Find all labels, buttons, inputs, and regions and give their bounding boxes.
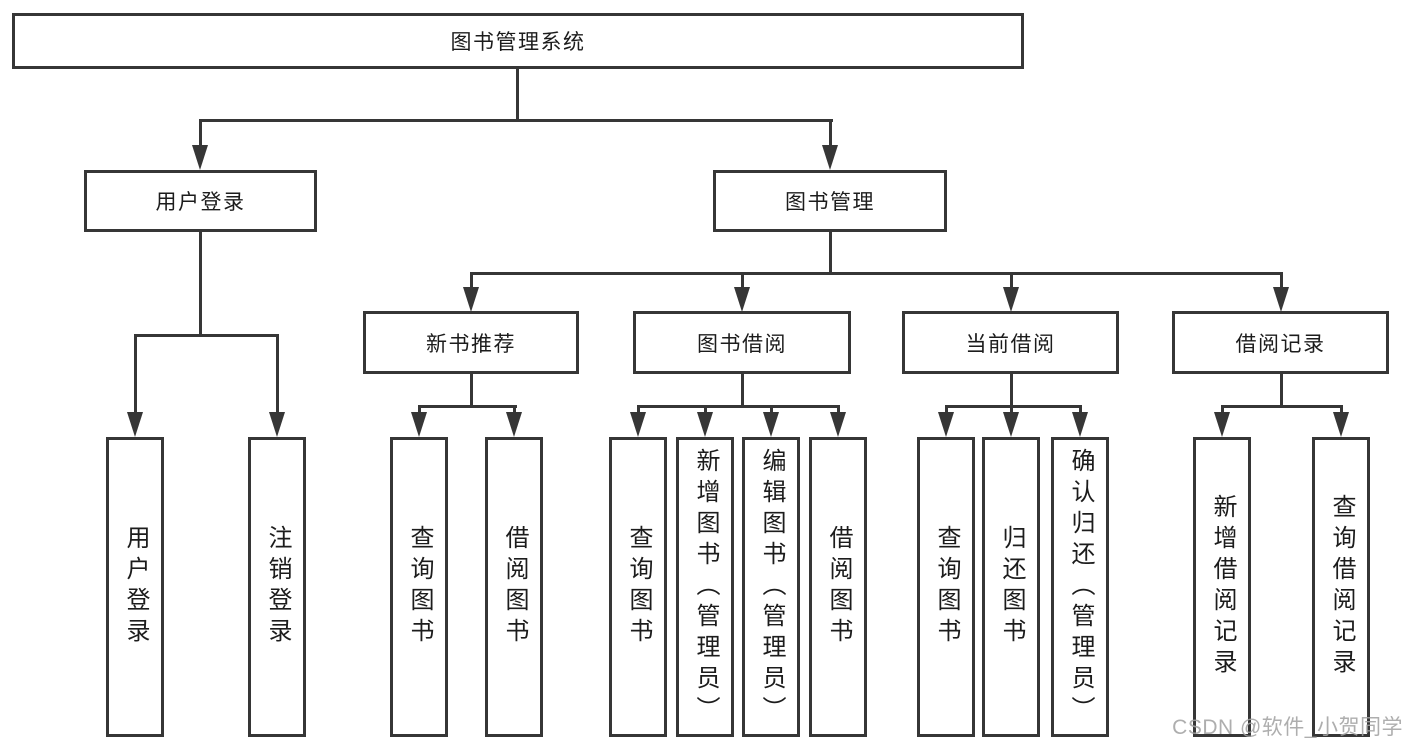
leaf-add-book-admin: 新增图书（管理员） <box>676 437 734 737</box>
connector-line <box>199 232 202 337</box>
connector-line <box>1221 405 1343 408</box>
leaf-label: 查询图书 <box>933 525 960 649</box>
leaf-label: 查询图书 <box>625 525 652 649</box>
arrow-down-icon <box>1003 412 1019 437</box>
node-current-borrowing: 当前借阅 <box>902 311 1119 374</box>
module-label: 图书借阅 <box>697 332 787 356</box>
arrow-down-icon <box>830 412 846 437</box>
leaf-query-books-recommend: 查询图书 <box>390 437 448 737</box>
connector-line <box>741 275 744 289</box>
connector-line <box>704 408 707 414</box>
connector-line <box>637 408 640 414</box>
node-book-borrowing: 图书借阅 <box>633 311 851 374</box>
connector-line <box>199 122 202 146</box>
connector-line <box>1010 275 1013 289</box>
connector-line <box>1280 275 1283 289</box>
leaf-borrow-books-borrowing: 借阅图书 <box>809 437 867 737</box>
arrow-down-icon <box>734 287 750 312</box>
connector-line <box>516 69 519 119</box>
node-book-management: 图书管理 <box>713 170 947 232</box>
leaf-label: 借阅图书 <box>825 525 852 649</box>
leaf-label: 查询借阅记录 <box>1328 494 1355 680</box>
leaf-label: 新增借阅记录 <box>1209 494 1236 680</box>
leaf-logout: 注销登录 <box>248 437 306 737</box>
arrow-down-icon <box>1214 412 1230 437</box>
leaf-label: 借阅图书 <box>501 525 528 649</box>
leaf-label: 查询图书 <box>406 525 433 649</box>
leaf-label: 确认归还（管理员） <box>1067 447 1094 727</box>
arrow-down-icon <box>1003 287 1019 312</box>
node-library-management-system: 图书管理系统 <box>12 13 1024 69</box>
node-user-login: 用户登录 <box>84 170 317 232</box>
leaf-label: 归还图书 <box>998 525 1025 649</box>
connector-line <box>1340 408 1343 414</box>
connector-line <box>470 272 1283 275</box>
arrow-down-icon <box>822 145 838 170</box>
connector-line <box>1010 408 1013 414</box>
branch-label: 图书管理 <box>785 191 875 214</box>
leaf-borrow-books-recommend: 借阅图书 <box>485 437 543 737</box>
leaf-query-borrow-record: 查询借阅记录 <box>1312 437 1370 737</box>
leaf-query-books-borrowing: 查询图书 <box>609 437 667 737</box>
leaf-label: 编辑图书（管理员） <box>758 447 785 727</box>
arrow-down-icon <box>269 412 285 437</box>
connector-line <box>829 122 832 146</box>
connector-line <box>513 408 516 414</box>
leaf-add-borrow-record: 新增借阅记录 <box>1193 437 1251 737</box>
arrow-down-icon <box>1333 412 1349 437</box>
arrow-down-icon <box>1072 412 1088 437</box>
connector-line <box>134 334 279 337</box>
arrow-down-icon <box>411 412 427 437</box>
connector-line <box>418 408 421 414</box>
connector-line <box>637 405 840 408</box>
connector-line <box>470 374 473 408</box>
node-new-book-recommendation: 新书推荐 <box>363 311 579 374</box>
arrow-down-icon <box>1273 287 1289 312</box>
module-label: 借阅记录 <box>1235 332 1326 356</box>
leaf-edit-book-admin: 编辑图书（管理员） <box>742 437 800 737</box>
connector-line <box>770 408 773 414</box>
leaf-user-login: 用户登录 <box>106 437 164 737</box>
module-label: 当前借阅 <box>965 332 1056 356</box>
connector-line <box>470 275 473 289</box>
arrow-down-icon <box>506 412 522 437</box>
watermark-csdn: CSDN @软件_小贺同学 <box>1172 716 1403 739</box>
root-label: 图书管理系统 <box>450 31 586 54</box>
connector-line <box>418 405 517 408</box>
connector-line <box>829 232 832 272</box>
arrow-down-icon <box>463 287 479 312</box>
branch-label: 用户登录 <box>155 191 246 214</box>
connector-line <box>945 408 948 414</box>
arrow-down-icon <box>763 412 779 437</box>
leaf-confirm-return-admin: 确认归还（管理员） <box>1051 437 1109 737</box>
module-label: 新书推荐 <box>426 332 516 356</box>
connector-line <box>1221 408 1224 414</box>
arrow-down-icon <box>938 412 954 437</box>
connector-line <box>134 337 137 413</box>
leaf-label: 新增图书（管理员） <box>692 447 719 727</box>
connector-line <box>199 119 833 122</box>
leaf-label: 用户登录 <box>122 525 149 649</box>
connector-line <box>1079 408 1082 414</box>
leaf-query-books-current: 查询图书 <box>917 437 975 737</box>
arrow-down-icon <box>192 145 208 170</box>
connector-line <box>945 405 1082 408</box>
node-borrowing-records: 借阅记录 <box>1172 311 1389 374</box>
connector-line <box>1280 374 1283 408</box>
arrow-down-icon <box>697 412 713 437</box>
connector-line <box>837 408 840 414</box>
leaf-return-book: 归还图书 <box>982 437 1040 737</box>
connector-line <box>276 337 279 413</box>
leaf-label: 注销登录 <box>264 525 291 649</box>
arrow-down-icon <box>127 412 143 437</box>
arrow-down-icon <box>630 412 646 437</box>
connector-line <box>1010 374 1013 408</box>
connector-line <box>741 374 744 408</box>
